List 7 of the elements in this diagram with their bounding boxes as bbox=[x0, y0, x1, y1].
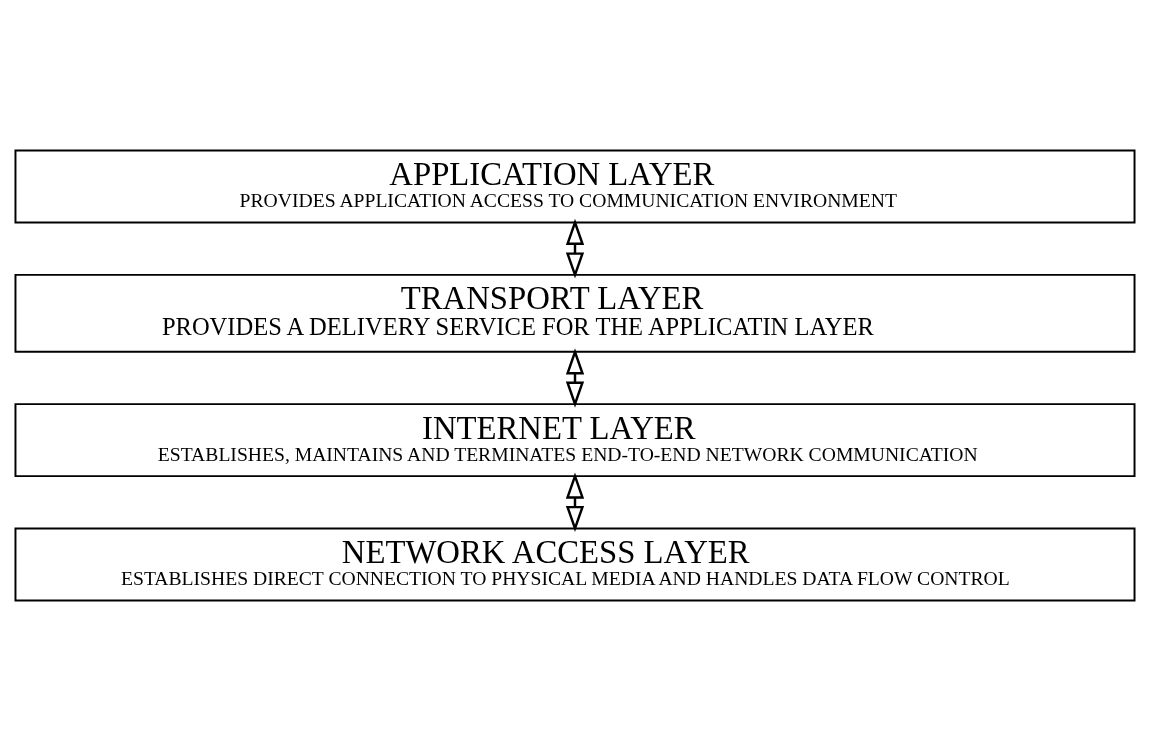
arrow bbox=[565, 472, 585, 533]
node-box: NETWORK ACCESS LAYER ESTABLISHES DIRECT CONNECTION TO PHYSICAL MEDIA AND HANDLES DATA FLOW CONTROL bbox=[14, 527, 1136, 602]
node-box: INTERNET LAYER ESTABLISHES, MAINTAINS AND TERMINATES END-TO-END NETWORK COMMUNICATION bbox=[14, 403, 1136, 478]
node-box: TRANSPORT LAYER PROVIDES A DELIVERY SERVICE FOR THE APPLICATIN LAYER bbox=[14, 273, 1136, 353]
arrow bbox=[565, 348, 585, 408]
arrow bbox=[565, 218, 585, 279]
node-box: APPLICATION LAYER PROVIDES APPLICATION ACCESS TO COMMUNICATION ENVIRONMENT bbox=[14, 149, 1136, 224]
